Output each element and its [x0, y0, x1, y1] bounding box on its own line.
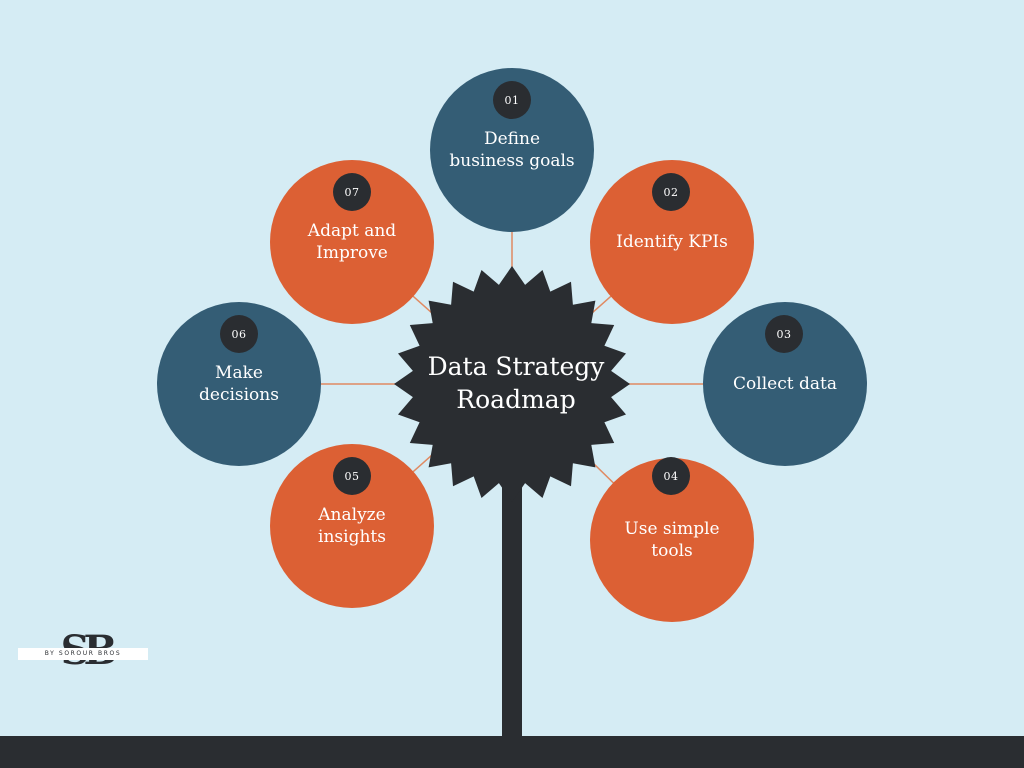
step-number-badge: 02 — [652, 173, 690, 211]
step-label: Make decisions — [199, 363, 279, 405]
ground-bar — [0, 736, 1024, 768]
step-label: Identify KPIs — [616, 232, 728, 252]
logo-band — [18, 648, 148, 660]
step-label: Define business goals — [449, 129, 575, 171]
step-number-badge: 06 — [220, 315, 258, 353]
starburst-shape — [394, 266, 630, 502]
step-number-badge: 07 — [333, 173, 371, 211]
step-number-badge: 03 — [765, 315, 803, 353]
step-label: Collect data — [733, 374, 837, 394]
step-circle-1: Define business goals — [430, 68, 594, 232]
logo-tagline: BY SOROUR BROS — [44, 650, 122, 657]
step-label: Use simple tools — [624, 519, 720, 561]
step-label: Adapt and Improve — [307, 221, 397, 263]
center-title: Data Strategy Roadmap — [427, 352, 605, 414]
tree-trunk — [502, 470, 522, 740]
step-number-badge: 01 — [493, 81, 531, 119]
step-circle-3: Collect data — [703, 302, 867, 466]
step-label: Analyze insights — [318, 505, 386, 547]
brand-logo: SB BY SOROUR BROS — [18, 628, 148, 674]
step-number-badge: 05 — [333, 457, 371, 495]
step-number-badge: 04 — [652, 457, 690, 495]
